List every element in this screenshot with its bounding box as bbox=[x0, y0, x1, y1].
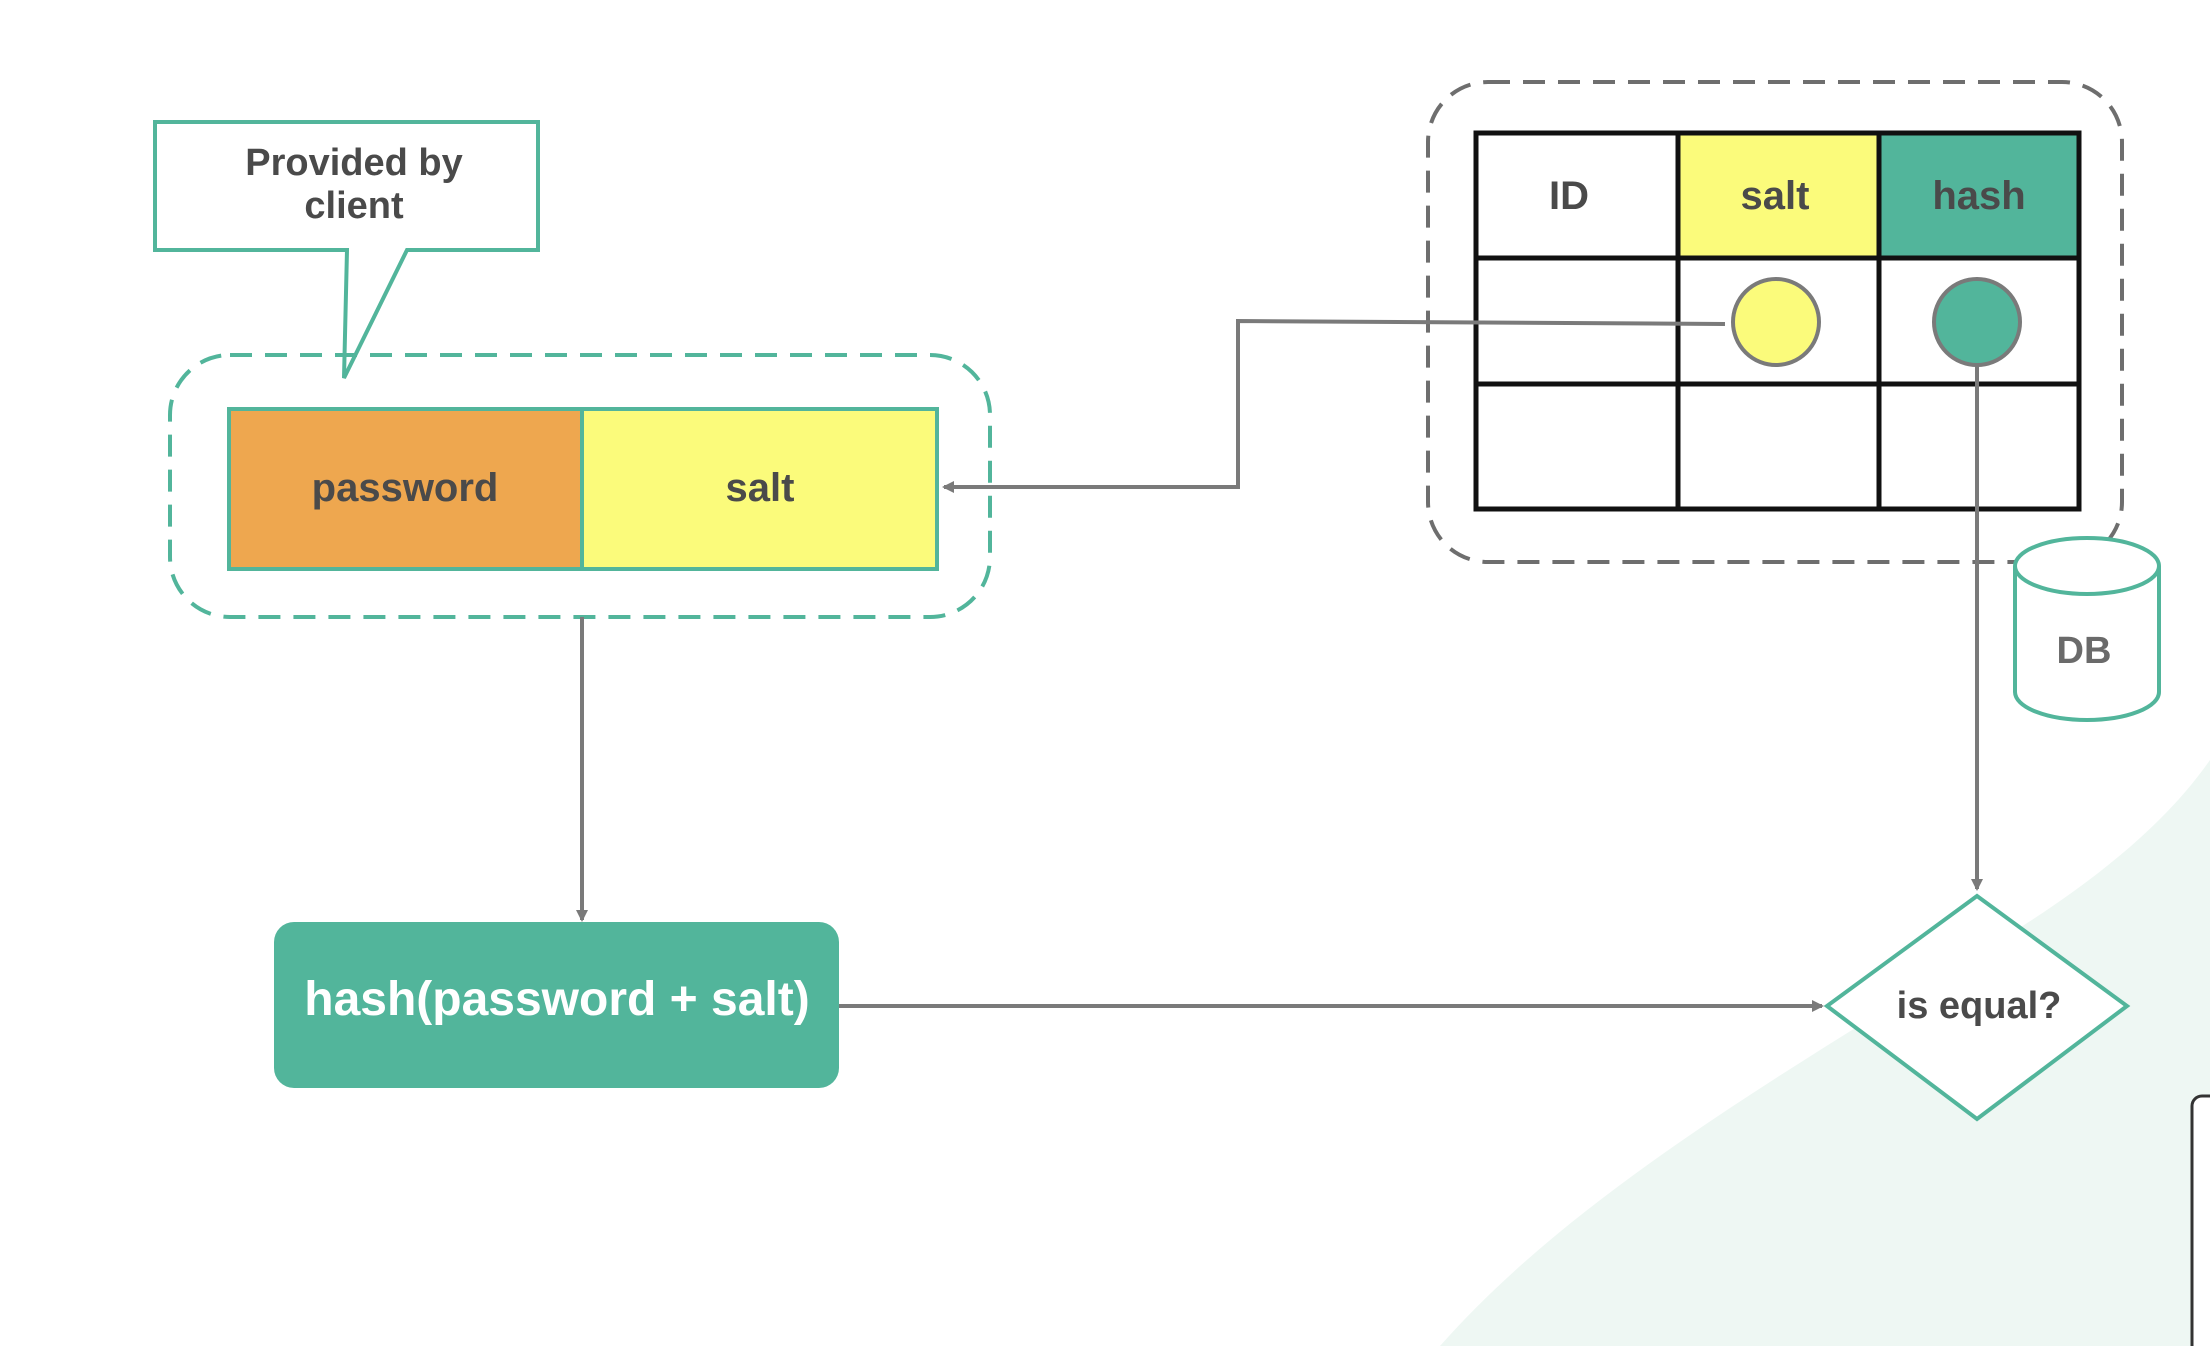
edge-panel bbox=[2190, 1094, 2210, 1346]
salt-retrieval-arrow bbox=[942, 318, 1726, 493]
password-cell bbox=[227, 407, 584, 571]
password-label: password bbox=[312, 466, 499, 510]
salt-label: salt bbox=[726, 466, 795, 510]
callout-box bbox=[153, 120, 540, 379]
table-header-hash-label: hash bbox=[1932, 174, 2025, 218]
equality-decision-diamond bbox=[1823, 893, 2131, 1122]
decision-label: is equal? bbox=[1897, 985, 2062, 1027]
db-table: ID salt hash bbox=[1473, 130, 2082, 512]
table-header-salt bbox=[1678, 133, 1879, 258]
salt-value-circle bbox=[1731, 277, 1821, 367]
hash-function-box bbox=[274, 922, 839, 1088]
table-header-id-label: ID bbox=[1549, 174, 1589, 218]
database-icon: DB bbox=[2013, 536, 2161, 722]
db-label: DB bbox=[2057, 630, 2112, 672]
hash-function-label: hash(password + salt) bbox=[304, 973, 809, 1026]
table-header-salt-label: salt bbox=[1741, 174, 1810, 218]
hash-value-circle bbox=[1932, 277, 2022, 367]
salt-cell bbox=[580, 407, 939, 571]
table-header-hash bbox=[1879, 133, 2079, 258]
callout: Provided by client bbox=[153, 120, 540, 379]
callout-text-line1: Provided by bbox=[245, 142, 463, 184]
background-blob bbox=[1440, 760, 2210, 1346]
callout-text-line2: client bbox=[304, 185, 404, 227]
